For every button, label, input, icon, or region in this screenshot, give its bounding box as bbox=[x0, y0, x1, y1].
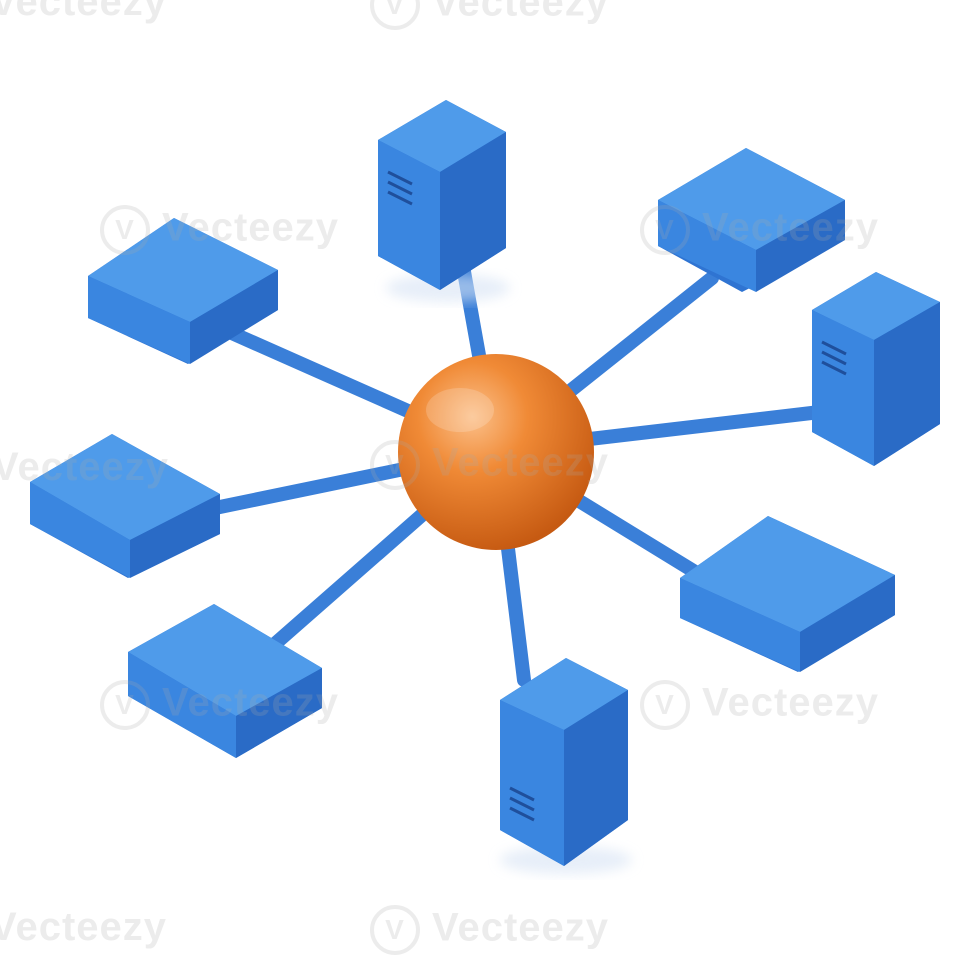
device-lower-left bbox=[128, 604, 322, 758]
device-left bbox=[30, 434, 220, 578]
server-top bbox=[378, 100, 510, 302]
server-slot-lines-icon bbox=[387, 170, 413, 206]
device-lower-right bbox=[680, 516, 895, 672]
device-upper-right bbox=[658, 148, 845, 292]
hub-sphere bbox=[398, 354, 594, 550]
device-upper-left bbox=[88, 218, 278, 364]
server-bottom bbox=[500, 658, 632, 874]
server-right bbox=[812, 272, 940, 466]
server-slot-lines-icon bbox=[509, 786, 535, 822]
server-slot-lines-icon bbox=[821, 340, 847, 376]
